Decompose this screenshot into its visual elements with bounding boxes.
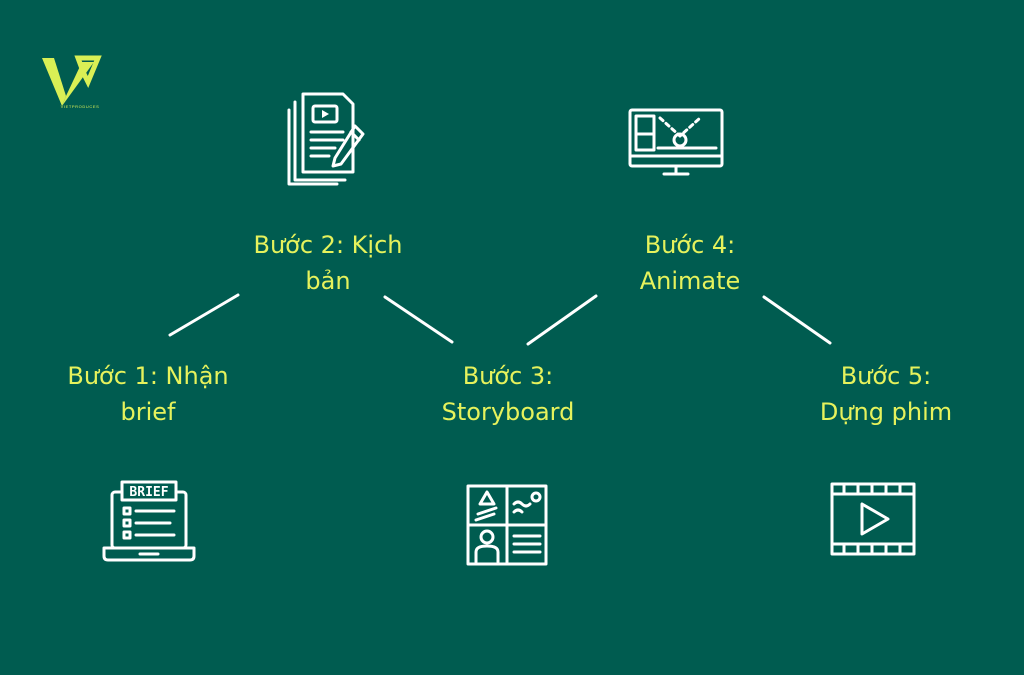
step-label-2: Bước 2: Kịch bản — [228, 227, 428, 299]
step-label-1: Bước 1: Nhận brief — [48, 358, 248, 430]
step-2-subtitle: bản — [305, 267, 351, 295]
svg-text:BRIEF: BRIEF — [129, 485, 168, 500]
step-2-title: Bước 2: Kịch — [253, 231, 403, 259]
step-label-4: Bước 4: Animate — [590, 227, 790, 299]
connector-2-3 — [383, 295, 454, 344]
connector-3-4 — [526, 294, 598, 346]
step-label-5: Bước 5: Dựng phim — [786, 358, 986, 430]
animation-monitor-icon — [628, 108, 724, 178]
brand-logo-caption: VIETPRODUCES — [60, 104, 100, 109]
storyboard-icon — [466, 484, 548, 566]
step-4-subtitle: Animate — [639, 267, 741, 295]
step-4-title: Bước 4: — [644, 231, 736, 259]
step-5-subtitle: Dựng phim — [819, 398, 953, 426]
connector-1-2 — [168, 293, 240, 337]
step-1-subtitle: brief — [120, 398, 176, 426]
step-label-3: Bước 3: Storyboard — [408, 358, 608, 430]
script-document-icon — [285, 90, 367, 186]
connector-4-5 — [762, 295, 832, 345]
step-5-title: Bước 5: — [840, 362, 932, 390]
step-3-title: Bước 3: — [462, 362, 554, 390]
brand-logo — [38, 52, 118, 112]
step-1-title: Bước 1: Nhận — [67, 362, 229, 390]
film-play-icon — [830, 482, 916, 556]
brief-laptop-icon: BRIEF — [102, 478, 196, 564]
brand-logo-mark-icon — [42, 55, 102, 106]
step-3-subtitle: Storyboard — [441, 398, 575, 426]
